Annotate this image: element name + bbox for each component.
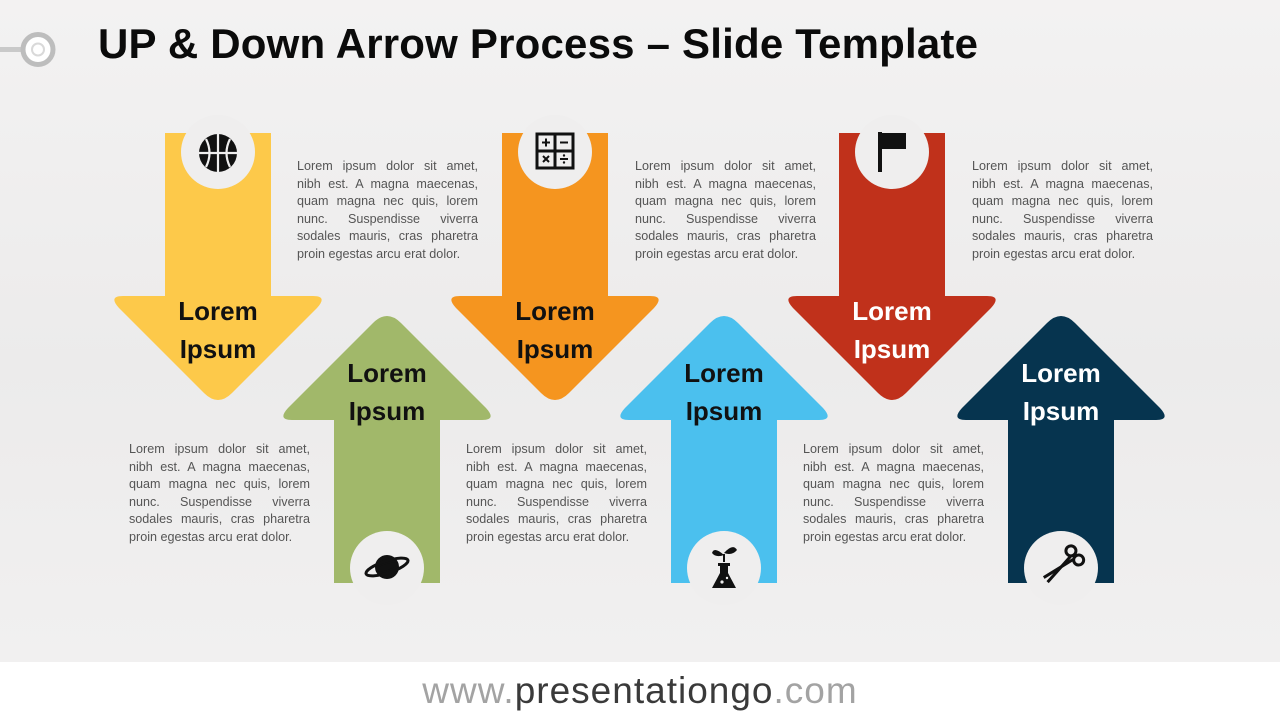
arrow-2-up [283,316,491,605]
arrow-1-label: Lorem Ipsum [138,292,298,368]
arrow-5-label-line2: Ipsum [853,334,931,364]
arrow-2-label-line1: Lorem [347,358,427,388]
arrow-1-label-line1: Lorem [178,296,258,326]
arrow-4-label-line1: Lorem [684,358,764,388]
arrow-4-label: Lorem Ipsum [644,354,804,430]
arrow-6-up [957,316,1165,605]
calculator-icon [535,132,575,170]
arrow-5-label-line1: Lorem [852,296,932,326]
plant-flask-icon [712,547,737,588]
footer-url-suffix: .com [773,670,858,711]
arrow-2-label-line2: Ipsum [348,396,426,426]
arrow-2-label: Lorem Ipsum [307,354,467,430]
flag-icon [878,132,906,172]
footer-url-domain: presentationgo [514,670,774,711]
arrow-3-label-line1: Lorem [515,296,595,326]
footer-url[interactable]: www.presentationgo.com [0,662,1280,720]
basketball-icon [199,134,237,172]
arrow-4-up [620,316,828,605]
slide: UP & Down Arrow Process – Slide Template [0,0,1280,662]
text-block-2: Lorem ipsum dolor sit amet, nibh est. A … [129,442,310,544]
pin-icon [0,32,56,67]
arrow-5-down [788,115,996,400]
slide-title: UP & Down Arrow Process – Slide Template [98,20,979,67]
arrow-4-label-line2: Ipsum [685,396,763,426]
text-block-5: Lorem ipsum dolor sit amet, nibh est. A … [972,159,1153,261]
arrow-1-label-line2: Ipsum [179,334,257,364]
arrow-6-label-line2: Ipsum [1022,396,1100,426]
arrow-3-label-line2: Ipsum [516,334,594,364]
arrow-3-down [451,115,659,400]
text-block-4: Lorem ipsum dolor sit amet, nibh est. A … [466,442,647,544]
arrow-6-label: Lorem Ipsum [981,354,1141,430]
footer-url-prefix: www. [422,670,515,711]
planet-icon [364,555,410,579]
text-block-3: Lorem ipsum dolor sit amet, nibh est. A … [635,159,816,261]
text-block-1: Lorem ipsum dolor sit amet, nibh est. A … [297,159,478,261]
arrow-diagram [114,115,1165,605]
arrow-3-label: Lorem Ipsum [475,292,635,368]
scissors-icon [1042,544,1086,584]
arrow-1-down [114,115,322,400]
arrow-5-label: Lorem Ipsum [812,292,972,368]
arrow-6-label-line1: Lorem [1021,358,1101,388]
text-block-6: Lorem ipsum dolor sit amet, nibh est. A … [803,442,984,544]
